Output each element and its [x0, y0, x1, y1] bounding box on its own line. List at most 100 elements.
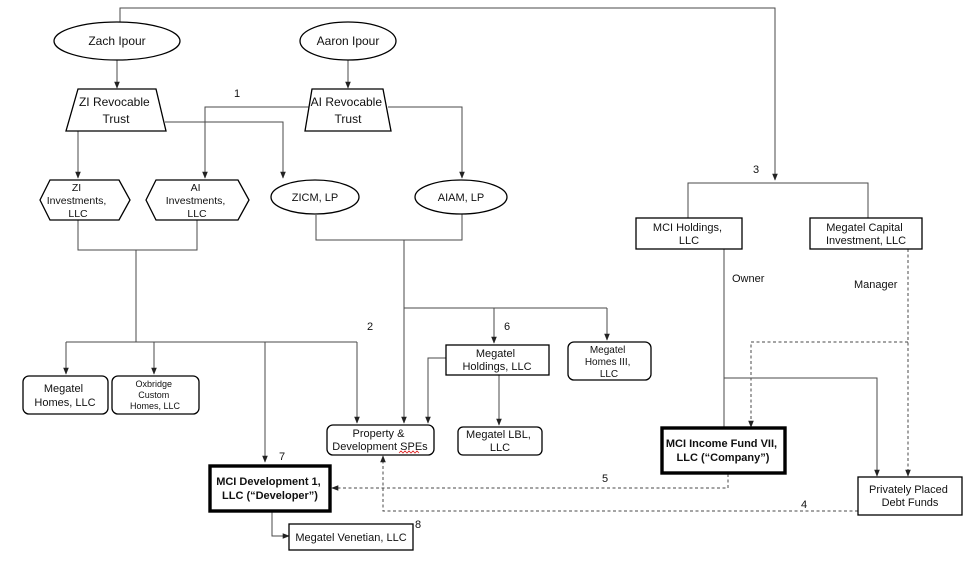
megatel-homes-iii-label-line1: Megatel	[590, 345, 626, 356]
aiam-lp-node: AIAM, LP	[414, 179, 508, 215]
zicm-lp-label: ZICM, LP	[292, 192, 338, 204]
svg-text:Aaron Ipour: Aaron Ipour	[317, 34, 380, 48]
owner-label: Owner	[732, 273, 765, 285]
mci-holdings-node: MCI Holdings, LLC	[635, 217, 743, 250]
spes-label-line1: Property &	[352, 428, 405, 440]
megatel-lbl-node: Megatel LBL, LLC	[457, 426, 543, 456]
oxbridge-label-line2: Custom	[138, 390, 169, 400]
megatel-capital-label-line1: Megatel Capital	[826, 222, 902, 234]
edge-number-4: 4	[801, 499, 807, 511]
line-developer-to-venetian	[271, 512, 290, 539]
megatel-homes-iii-node: Megatel Homes III, LLC	[567, 341, 652, 381]
zi-investments-label-line1: ZI	[72, 182, 81, 194]
zi-investments-label-line2: Investments,	[47, 195, 107, 207]
megatel-homes-iii-label-line3: LLC	[600, 369, 618, 380]
connectors	[63, 7, 911, 539]
mci-bracket-line	[687, 182, 869, 218]
mci-income-fund-vii-node: MCI Income Fund VII, LLC (“Company”)	[660, 426, 787, 475]
svg-text:ZI Revocable Trust: ZI Revocable Trust	[79, 95, 153, 126]
investments-bracket-line	[77, 220, 198, 251]
ai-trust-label-line2: Trust	[335, 112, 363, 126]
edge-labels: Owner Manager 1 2 3 4 5 6 7 8	[234, 88, 898, 531]
ai-investments-label-line3: LLC	[187, 208, 207, 220]
svg-text:MCI Income Fund VII, LLC: MCI Income Fund VII, LLC (“Company”)	[666, 438, 780, 464]
svg-text:Oxbridge Custom Ho: Oxbridge Custom Homes, LLC	[130, 379, 181, 411]
property-development-spes-node: Property & Development SPEs	[326, 424, 435, 456]
aaron-ipour-label: Aaron Ipour	[317, 34, 380, 48]
zicm-lp-node: ZICM, LP	[270, 179, 360, 215]
svg-text:Megatel Capital Investme: Megatel Capital Investment, LLC	[826, 222, 906, 247]
svg-text:ZICM, LP: ZICM, LP	[292, 192, 338, 204]
megatel-homes-label-line2: Homes, LLC	[34, 397, 95, 409]
zi-trust-label-line1: ZI Revocable	[79, 95, 150, 109]
fund-to-developer-line	[331, 474, 729, 491]
ai-revocable-trust-node: AI Revocable Trust	[304, 88, 392, 132]
zi-investments-node: ZI Investments, LLC	[39, 179, 131, 221]
ai-trust-label-line1: AI Revocable	[311, 95, 383, 109]
megatel-homes-iii-label-line2: Homes III,	[585, 357, 631, 368]
zi-investments-label-line3: LLC	[68, 208, 88, 220]
line-zi-trust-to-zicm	[165, 121, 286, 179]
svg-text:AIAM, LP: AIAM, LP	[438, 192, 484, 204]
lp-bracket-line	[315, 212, 463, 241]
mci-holdings-label-line2: LLC	[679, 235, 699, 247]
megatel-holdings-label-line2: Holdings, LLC	[462, 361, 531, 373]
svg-text:AI Revocable Trust: AI Revocable Trust	[311, 95, 386, 126]
svg-text:MCI Holdings, LLC: MCI Holdings, LLC	[653, 222, 725, 247]
mci-fund-label-line2: LLC (“Company”)	[677, 452, 770, 464]
svg-text:Megatel LBL, LLC: Megatel LBL, LLC	[466, 429, 534, 454]
debt-funds-label-line2: Debt Funds	[882, 497, 939, 509]
mci-holdings-label-line1: MCI Holdings,	[653, 222, 722, 234]
debt-funds-to-spes-line	[380, 455, 858, 512]
spell-check-squiggle	[398, 450, 420, 454]
edge-number-7: 7	[279, 451, 285, 463]
aaron-ipour-node: Aaron Ipour	[299, 21, 397, 61]
megatel-venetian-label: Megatel Venetian, LLC	[295, 532, 406, 544]
manager-label: Manager	[854, 279, 898, 291]
svg-text:Megatel Homes, LLC: Megatel Homes, LLC	[34, 383, 95, 409]
mci-development-1-node: MCI Development 1, LLC (“Developer”)	[208, 464, 332, 513]
svg-text:Megatel Venetian, LLC: Megatel Venetian, LLC	[295, 532, 406, 544]
svg-text:AI Investments, LL: AI Investments, LLC	[166, 182, 228, 220]
edge-number-1: 1	[234, 88, 240, 100]
megatel-capital-investment-node: Megatel Capital Investment, LLC	[809, 217, 923, 250]
mci-fund-label-line1: MCI Income Fund VII,	[666, 438, 777, 450]
debt-funds-label-line1: Privately Placed	[869, 484, 948, 496]
svg-text:Property & Development S: Property & Development SPEs	[332, 428, 428, 453]
edge-number-6: 6	[504, 321, 510, 333]
svg-text:Megatel Holdings, LLC: Megatel Holdings, LLC	[462, 348, 531, 373]
oxbridge-label-line1: Oxbridge	[135, 379, 172, 389]
zach-ipour-label: Zach Ipour	[88, 34, 145, 48]
edge-number-3: 3	[753, 164, 759, 176]
megatel-holdings-node: Megatel Holdings, LLC	[445, 344, 550, 376]
megatel-venetian-node: Megatel Venetian, LLC	[288, 523, 414, 551]
ai-investments-label-line1: AI	[191, 182, 201, 194]
oxbridge-custom-homes-node: Oxbridge Custom Homes, LLC	[111, 375, 200, 415]
spes-label-line2: Development SPEs	[332, 441, 428, 453]
svg-text:MCI Development 1, LLC (: MCI Development 1, LLC (“Developer”)	[216, 476, 324, 502]
zi-trust-label-line2: Trust	[103, 112, 131, 126]
svg-text:ZI Investments, LL: ZI Investments, LLC	[47, 182, 109, 220]
top-bus-line	[119, 7, 778, 181]
ai-investments-node: AI Investments, LLC	[145, 179, 250, 221]
megatel-lbl-label-line1: Megatel LBL,	[466, 429, 531, 441]
owner-to-debt-funds-line	[724, 377, 880, 477]
ai-investments-label-line2: Investments,	[166, 195, 226, 207]
zi-revocable-trust-node: ZI Revocable Trust	[65, 88, 167, 132]
edge-number-8: 8	[415, 519, 421, 531]
megatel-capital-label-line2: Investment, LLC	[826, 235, 906, 247]
edge-number-2: 2	[367, 321, 373, 333]
line-megatel-holdings-to-spes	[425, 357, 446, 424]
zach-ipour-node: Zach Ipour	[53, 21, 181, 61]
privately-placed-debt-funds-node: Privately Placed Debt Funds	[857, 476, 963, 516]
svg-text:Megatel Homes III,: Megatel Homes III, LLC	[585, 345, 633, 380]
megatel-homes-llc-node: Megatel Homes, LLC	[22, 375, 109, 415]
mci-development-label-line1: MCI Development 1,	[216, 476, 321, 488]
svg-text:Privately Placed Debt Fu: Privately Placed Debt Funds	[869, 484, 951, 509]
oxbridge-label-line3: Homes, LLC	[130, 401, 181, 411]
line-ai-trust-to-aiam	[388, 106, 465, 179]
megatel-lbl-label-line2: LLC	[490, 442, 510, 454]
aiam-lp-label: AIAM, LP	[438, 192, 484, 204]
megatel-homes-label-line1: Megatel	[44, 383, 83, 395]
